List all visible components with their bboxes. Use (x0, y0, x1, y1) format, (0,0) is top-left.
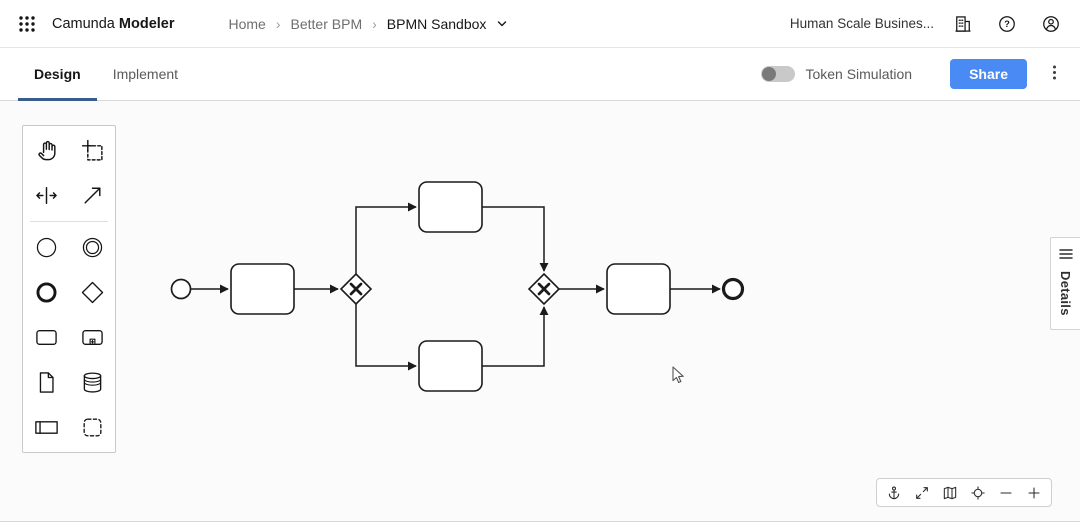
minimap-button[interactable] (936, 479, 964, 506)
intermediate-event-icon (82, 237, 102, 258)
user-menu-button[interactable] (1036, 9, 1066, 39)
palette-hand-tool[interactable] (23, 128, 69, 173)
details-panel-tab[interactable]: Details (1050, 237, 1080, 330)
hamburger-icon (1058, 249, 1073, 259)
user-icon (1043, 15, 1059, 32)
data-object-icon (39, 372, 54, 393)
palette-create-exclusive-gateway[interactable] (69, 270, 115, 315)
zoom-out-button[interactable] (992, 479, 1020, 506)
breadcrumb-separator: › (372, 15, 377, 32)
tabbar-right: Token Simulation Share (761, 48, 1068, 100)
help-button[interactable]: ? (992, 9, 1022, 39)
org-name[interactable]: Human Scale Busines... (789, 16, 934, 31)
palette-lasso-tool[interactable] (69, 128, 115, 173)
end-event-icon (36, 282, 56, 303)
palette-create-group[interactable] (69, 405, 115, 450)
view-tabbar: Design Implement Token Simulation Share (0, 48, 1080, 101)
more-menu-button[interactable] (1041, 60, 1068, 88)
minimap-icon (943, 486, 957, 499)
palette-create-data-store[interactable] (69, 360, 115, 405)
palette-separator (30, 221, 108, 222)
tab-design[interactable]: Design (18, 48, 97, 101)
kebab-icon (1053, 65, 1056, 80)
organization-icon (955, 15, 971, 32)
app-name: Camunda (52, 15, 115, 32)
participant-icon (34, 421, 58, 434)
start-event-icon (36, 237, 56, 258)
global-connect-tool-icon (83, 187, 101, 204)
chevron-down-icon[interactable] (496, 18, 508, 30)
token-simulation-toggle[interactable] (761, 66, 796, 82)
data-store-icon (83, 372, 101, 393)
space-tool-icon (35, 186, 57, 205)
app-name-bold: Modeler (118, 15, 175, 32)
breadcrumb-home[interactable]: Home (228, 15, 266, 32)
organization-button[interactable] (948, 9, 978, 39)
palette-space-tool[interactable] (23, 173, 69, 218)
palette-create-end-event[interactable] (23, 270, 69, 315)
status-bar (0, 521, 1080, 528)
bpmn-canvas[interactable] (0, 101, 1080, 521)
task-icon (35, 330, 57, 345)
app-title: Camunda Modeler (52, 16, 175, 32)
breadcrumb-current-file[interactable]: BPMN Sandbox (386, 15, 487, 32)
zoom-in-icon (1028, 486, 1040, 499)
app-switcher-icon (19, 15, 35, 32)
fullscreen-button[interactable] (908, 479, 936, 506)
breadcrumb-separator: › (275, 15, 281, 32)
help-icon: ? (999, 15, 1015, 32)
anchor-button[interactable] (880, 479, 908, 506)
fullscreen-icon (916, 486, 928, 499)
palette-create-subprocess[interactable] (69, 315, 115, 360)
palette-create-data-object[interactable] (23, 360, 69, 405)
palette-global-connect-tool[interactable] (69, 173, 115, 218)
subprocess-icon (81, 330, 103, 345)
breadcrumb: Home › Better BPM › BPMN Sandbox (229, 16, 509, 32)
gateway-icon (81, 281, 103, 304)
header-right: Human Scale Busines... ? (790, 9, 1066, 39)
reset-view-icon (971, 485, 985, 500)
palette-create-intermediate-event[interactable] (69, 225, 115, 270)
hand-tool-icon (37, 140, 56, 161)
palette-create-task[interactable] (23, 315, 69, 360)
share-button[interactable]: Share (950, 59, 1027, 89)
svg-text:?: ? (1004, 19, 1010, 29)
canvas-controls (876, 478, 1052, 507)
app-header: Camunda Modeler Home › Better BPM › BPMN… (0, 0, 1080, 48)
palette (22, 125, 116, 453)
zoom-out-icon (1000, 491, 1012, 494)
app-switcher-button[interactable] (12, 9, 42, 39)
palette-create-participant[interactable] (23, 405, 69, 450)
group-icon (82, 418, 102, 437)
reset-view-button[interactable] (964, 479, 992, 506)
details-panel-label: Details (1058, 271, 1073, 316)
palette-create-start-event[interactable] (23, 225, 69, 270)
zoom-in-button[interactable] (1020, 479, 1048, 506)
token-simulation-label: Token Simulation (805, 66, 913, 82)
toggle-knob (762, 67, 777, 81)
tab-implement[interactable]: Implement (112, 66, 179, 82)
lasso-tool-icon (81, 139, 103, 161)
breadcrumb-project[interactable]: Better BPM (290, 15, 363, 32)
anchor-icon (888, 486, 900, 499)
